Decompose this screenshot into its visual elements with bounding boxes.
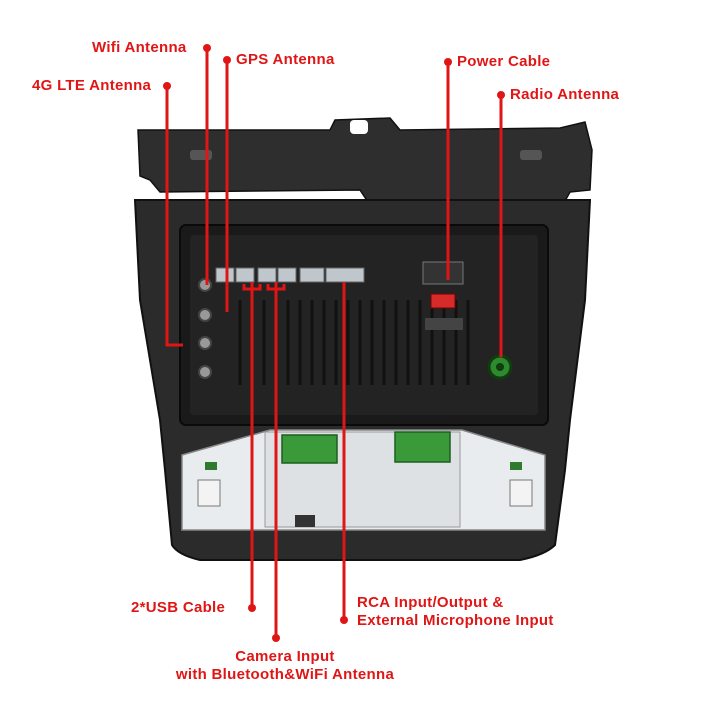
bracket-slot xyxy=(520,150,542,160)
label-gps-antenna: GPS Antenna xyxy=(236,51,335,69)
green-connector-right xyxy=(395,432,450,462)
power-connector xyxy=(423,262,463,284)
lte-antenna-jack-2 xyxy=(199,366,211,378)
label-rca-line-1: RCA Input/Output & xyxy=(357,594,554,612)
camera-connector-1 xyxy=(258,268,276,282)
clip-left xyxy=(198,480,220,506)
usb-dot xyxy=(248,604,256,612)
green-connector-left xyxy=(282,435,337,463)
wifi-dot xyxy=(203,44,211,52)
rca-connector-1 xyxy=(300,268,324,282)
label-power-cable: Power Cable xyxy=(457,53,550,71)
radio-dot xyxy=(497,91,505,99)
power-label-plate xyxy=(425,318,463,330)
radio-antenna-jack-center xyxy=(496,363,504,371)
board-slot xyxy=(295,515,315,527)
connector-row xyxy=(216,268,364,282)
lte-antenna-jack-1 xyxy=(199,337,211,349)
small-header-right xyxy=(510,462,522,470)
camera-dot xyxy=(272,634,280,642)
rca-connector-2 xyxy=(326,268,364,282)
label-camera: Camera Input with Bluetooth&WiFi Antenna xyxy=(140,648,430,684)
lte-dot xyxy=(163,82,171,90)
label-wifi-antenna: Wifi Antenna xyxy=(92,39,187,57)
label-lte-antenna: 4G LTE Antenna xyxy=(32,77,151,95)
clip-right xyxy=(510,480,532,506)
gps-dot xyxy=(223,56,231,64)
label-usb-cable: 2*USB Cable xyxy=(131,599,225,617)
usb-connector-2 xyxy=(236,268,254,282)
label-rca: RCA Input/Output & External Microphone I… xyxy=(357,594,554,630)
camera-connector-2 xyxy=(278,268,296,282)
bracket-slot xyxy=(190,150,212,160)
bracket-slot xyxy=(350,120,368,134)
wifi-antenna-jack xyxy=(199,279,211,291)
usb-connector-1 xyxy=(216,268,234,282)
label-camera-line-2: with Bluetooth&WiFi Antenna xyxy=(140,666,430,684)
rear-panel-inner xyxy=(190,235,538,415)
gps-antenna-jack xyxy=(199,309,211,321)
rca-dot xyxy=(340,616,348,624)
small-header-left xyxy=(205,462,217,470)
label-camera-line-1: Camera Input xyxy=(140,648,430,666)
power-connector-red xyxy=(431,294,455,308)
label-rca-line-2: External Microphone Input xyxy=(357,612,554,630)
label-radio-antenna: Radio Antenna xyxy=(510,86,619,104)
power-dot xyxy=(444,58,452,66)
